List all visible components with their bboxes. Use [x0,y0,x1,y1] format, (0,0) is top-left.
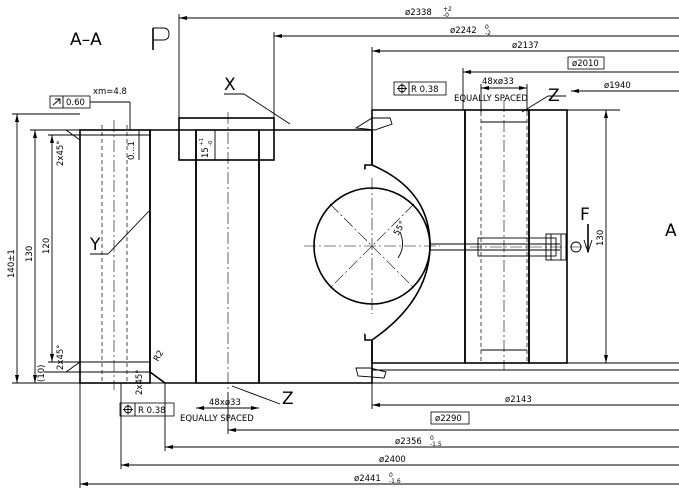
dim-0-1: 0...1 [127,130,140,160]
svg-text:EQUALLY SPACED: EQUALLY SPACED [454,94,528,104]
svg-text:Z: Z [282,389,294,409]
svg-text:ø1940: ø1940 [604,81,631,91]
svg-text:2x45°: 2x45° [56,140,66,166]
rolling-ball: 55° [304,178,440,314]
svg-text:+1: +1 [199,138,205,146]
svg-text:ø2356: ø2356 [395,437,422,447]
svg-text:R 0.38: R 0.38 [411,85,439,95]
flatness-callout: 0.60 xm=4.8 [49,87,131,130]
label-f: F [580,205,593,254]
svg-text:0.60: 0.60 [66,98,85,108]
svg-text:-0: -0 [443,12,449,19]
svg-text:-2: -2 [485,30,491,37]
svg-text:0: 0 [430,435,434,442]
gear-tooth-strip [79,120,151,390]
svg-text:ø2338: ø2338 [405,8,432,18]
svg-text:-1.5: -1.5 [430,441,442,448]
dim-h120: 120 [42,134,80,363]
label-z-top: Z [521,86,566,113]
section-label: A–A [70,30,102,50]
svg-text:ø2143: ø2143 [505,395,532,405]
svg-text:+2: +2 [443,6,452,13]
svg-text:R2: R2 [152,349,166,364]
svg-text:ø2400: ø2400 [379,455,406,465]
svg-text:-0: -0 [208,140,214,146]
dim-h130-left: 130 [25,129,80,383]
dim-d2356: ø2356 0 -1.5 [164,383,679,451]
dim-d1940: ø1940 [571,81,679,93]
svg-text:2x45°: 2x45° [56,344,66,370]
bolt-hole-inner [178,112,275,392]
view-label-a: A [665,221,677,241]
dim-d2143: ø2143 [371,383,679,409]
svg-text:Y: Y [89,235,101,255]
seal-top [354,117,393,131]
dim-h140: 140±1 [7,113,80,384]
dim-h15: 15 +1 -0 [199,130,216,160]
dim-d2010: ø2010 [462,56,679,110]
svg-text:ø2441: ø2441 [354,474,381,484]
svg-text:ø2137: ø2137 [512,41,539,51]
dim-h10: (10) [37,365,80,382]
svg-text:55°: 55° [392,219,408,237]
view-arrow-p [152,27,170,50]
dim-d2441: ø2441 0 -1.6 [79,383,679,488]
dim-holes-bottom: 48xø33 EQUALLY SPACED [180,398,259,424]
outer-ring-section [371,100,679,370]
svg-text:-1.6: -1.6 [389,478,401,485]
label-x: X [224,75,291,125]
svg-text:ø2242: ø2242 [450,26,477,36]
svg-text:0: 0 [485,24,489,31]
svg-text:Z: Z [548,86,560,106]
dim-h130-right: 130 [596,110,608,363]
dim-holes-top: 48xø33 EQUALLY SPACED R 0.38 [393,77,528,112]
dim-d2242: ø2242 0 -2 [273,24,679,120]
svg-text:140±1: 140±1 [7,249,17,278]
inner-ring-section [149,129,373,384]
seal-bottom [355,367,387,379]
label-z-bottom: Z [231,385,294,409]
label-y: Y [89,209,151,255]
grease-nipple [430,233,590,261]
svg-text:48xø33: 48xø33 [482,77,514,87]
pos-callout-bottom: R 0.38 [119,402,175,417]
svg-text:15: 15 [201,147,211,158]
svg-text:ø2290: ø2290 [435,414,462,424]
dim-d2400: ø2400 [120,383,679,469]
svg-text:2x45°: 2x45° [135,369,145,395]
svg-text:F: F [580,205,590,225]
svg-text:130: 130 [596,230,606,246]
svg-text:EQUALLY SPACED: EQUALLY SPACED [180,414,254,424]
svg-text:X: X [224,75,236,95]
svg-text:120: 120 [42,238,52,254]
svg-text:48xø33: 48xø33 [209,398,241,408]
chamfer-labels: 2x45° 2x45° 2x45° R2 [56,129,166,395]
dim-d2290: ø2290 [227,392,679,434]
svg-text:0: 0 [389,472,393,479]
svg-text:xm=4.8: xm=4.8 [93,87,127,97]
svg-text:R 0.38: R 0.38 [138,406,166,416]
svg-text:ø2010: ø2010 [572,59,599,69]
dim-d2137: ø2137 [371,41,679,118]
svg-text:0...1: 0...1 [127,141,137,160]
svg-text:130: 130 [25,246,35,262]
dim-d2338: ø2338 +2 -0 [178,6,679,130]
svg-text:(10): (10) [37,365,47,382]
